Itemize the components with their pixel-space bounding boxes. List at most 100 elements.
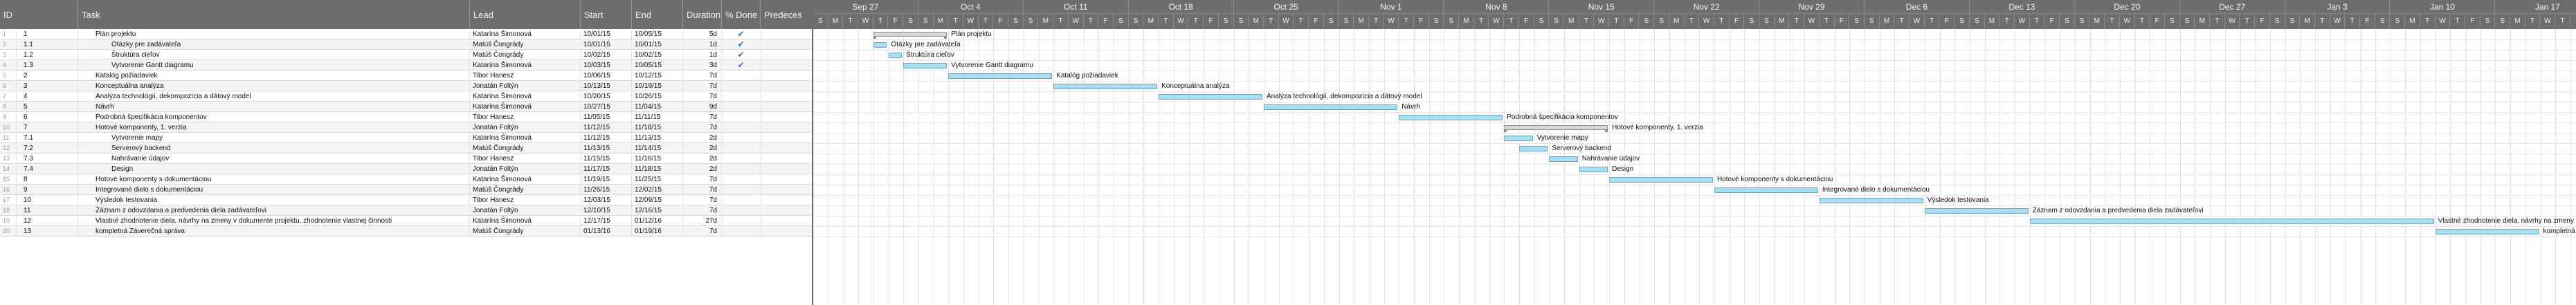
task-start-date[interactable]: 10/20/15 — [581, 91, 632, 102]
task-predecessors[interactable] — [761, 216, 812, 226]
task-predecessors[interactable] — [761, 39, 812, 50]
task-lead[interactable]: Tibor Hanesz — [470, 112, 581, 122]
task-bar[interactable] — [1264, 104, 1398, 110]
task-predecessors[interactable] — [761, 71, 812, 81]
task-start-date[interactable]: 01/13/16 — [581, 226, 632, 237]
task-bar[interactable] — [1053, 84, 1158, 89]
task-bar[interactable] — [1714, 187, 1818, 193]
task-name[interactable]: Katalóg požiadaviek — [78, 71, 470, 81]
task-name[interactable]: Podrobná špecifikácia komponentov — [78, 112, 470, 122]
task-predecessors[interactable] — [761, 112, 812, 122]
task-lead[interactable]: Jonatán Foltýn — [470, 81, 581, 91]
task-start-date[interactable]: 12/03/15 — [581, 195, 632, 205]
task-predecessors[interactable] — [761, 50, 812, 60]
task-lead[interactable]: Katarína Šimonová — [470, 102, 581, 112]
task-predecessors[interactable] — [761, 29, 812, 39]
task-done-checkbox[interactable] — [722, 154, 761, 164]
task-end-date[interactable]: 11/04/15 — [632, 102, 683, 112]
column-header-id[interactable]: ID — [0, 0, 78, 29]
task-end-date[interactable]: 12/09/15 — [632, 195, 683, 205]
task-lead[interactable]: Katarína Šimonová — [470, 216, 581, 226]
task-name[interactable]: Vlastné zhodnotenie diela, návrhy na zme… — [78, 216, 470, 226]
task-done-checkbox[interactable]: ✔ — [722, 29, 761, 39]
task-duration[interactable]: 7d — [683, 226, 722, 237]
task-done-checkbox[interactable] — [722, 226, 761, 237]
task-start-date[interactable]: 10/01/15 — [581, 29, 632, 39]
task-end-date[interactable]: 10/19/15 — [632, 81, 683, 91]
task-start-date[interactable]: 11/17/15 — [581, 164, 632, 174]
task-end-date[interactable]: 12/16/15 — [632, 205, 683, 216]
task-name[interactable]: Záznam z odovzdania a predvedenia diela … — [78, 205, 470, 216]
task-end-date[interactable]: 01/12/16 — [632, 216, 683, 226]
task-start-date[interactable]: 11/12/15 — [581, 133, 632, 143]
column-header-start[interactable]: Start — [581, 0, 632, 29]
task-name[interactable]: Konceptuálna analýza — [78, 81, 470, 91]
column-header-percent-done[interactable]: % Done — [722, 0, 761, 29]
task-end-date[interactable]: 11/25/15 — [632, 174, 683, 185]
task-name[interactable]: Hotové komponenty s dokumentáciou — [78, 174, 470, 185]
task-lead[interactable]: Katarína Šimonová — [470, 60, 581, 71]
task-name[interactable]: Hotové komponenty, 1. verzia — [78, 122, 470, 133]
task-bar[interactable] — [948, 73, 1053, 79]
task-end-date[interactable]: 11/11/15 — [632, 112, 683, 122]
task-predecessors[interactable] — [761, 164, 812, 174]
task-done-checkbox[interactable]: ✔ — [722, 39, 761, 50]
column-header-predecessors[interactable]: Predeces — [761, 0, 812, 29]
task-start-date[interactable]: 10/03/15 — [581, 60, 632, 71]
task-lead[interactable]: Tibor Hanesz — [470, 71, 581, 81]
task-bar[interactable] — [2029, 219, 2434, 224]
task-name[interactable]: kompletná Záverečná správa — [78, 226, 470, 237]
task-done-checkbox[interactable] — [722, 164, 761, 174]
task-predecessors[interactable] — [761, 102, 812, 112]
task-start-date[interactable]: 10/27/15 — [581, 102, 632, 112]
task-bar[interactable] — [903, 63, 947, 68]
task-done-checkbox[interactable] — [722, 143, 761, 154]
task-lead[interactable]: Tibor Hanesz — [470, 195, 581, 205]
task-bar[interactable] — [1518, 146, 1548, 151]
task-done-checkbox[interactable] — [722, 71, 761, 81]
task-end-date[interactable]: 10/12/15 — [632, 71, 683, 81]
task-predecessors[interactable] — [761, 91, 812, 102]
task-bar[interactable] — [2435, 229, 2539, 234]
task-lead[interactable]: Matúš Čongrády — [470, 50, 581, 60]
task-lead[interactable]: Katarína Šimonová — [470, 133, 581, 143]
task-lead[interactable]: Jonatán Foltýn — [470, 164, 581, 174]
task-end-date[interactable]: 11/13/15 — [632, 133, 683, 143]
task-predecessors[interactable] — [761, 195, 812, 205]
task-start-date[interactable]: 10/13/15 — [581, 81, 632, 91]
task-predecessors[interactable] — [761, 81, 812, 91]
column-header-duration[interactable]: Duration — [683, 0, 722, 29]
task-duration[interactable]: 7d — [683, 195, 722, 205]
task-bar[interactable] — [1819, 198, 1923, 203]
task-name[interactable]: Návrh — [78, 102, 470, 112]
task-duration[interactable]: 2d — [683, 164, 722, 174]
task-name[interactable]: Analýza technológií, dekompozícia a dáto… — [78, 91, 470, 102]
task-start-date[interactable]: 12/10/15 — [581, 205, 632, 216]
task-duration[interactable]: 7d — [683, 112, 722, 122]
task-done-checkbox[interactable] — [722, 195, 761, 205]
task-name[interactable]: Nahrávanie údajov — [78, 154, 470, 164]
task-duration[interactable]: 3d — [683, 60, 722, 71]
task-bar[interactable] — [873, 32, 947, 37]
task-predecessors[interactable] — [761, 205, 812, 216]
task-end-date[interactable]: 11/18/15 — [632, 122, 683, 133]
task-duration[interactable]: 7d — [683, 91, 722, 102]
task-predecessors[interactable] — [761, 122, 812, 133]
task-duration[interactable]: 2d — [683, 154, 722, 164]
task-end-date[interactable]: 11/14/15 — [632, 143, 683, 154]
task-bar[interactable] — [1579, 167, 1608, 172]
task-lead[interactable]: Katarína Šimonová — [470, 29, 581, 39]
task-start-date[interactable]: 11/26/15 — [581, 185, 632, 195]
task-done-checkbox[interactable]: ✔ — [722, 50, 761, 60]
task-bar[interactable] — [1504, 125, 1608, 130]
